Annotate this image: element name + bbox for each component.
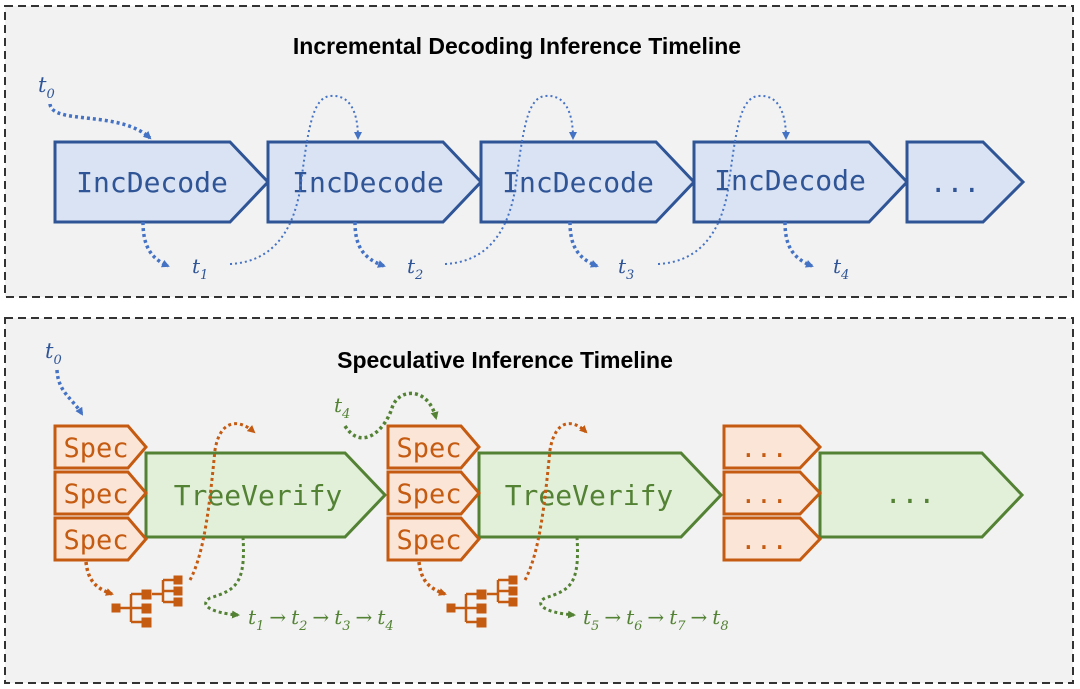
top-start-arrow	[48, 103, 152, 140]
verified-sequence-1: t1→t2→t3→t4	[248, 605, 394, 634]
verified-sequence-2: t5→t6→t7→t8	[583, 605, 729, 634]
spec-block-2a: Spec	[386, 424, 481, 470]
verify-output-arrow-1	[204, 536, 245, 619]
bottom-start-arrow	[55, 369, 84, 416]
output-arrow-4	[783, 221, 814, 268]
spec-label-3b: ...	[741, 480, 788, 510]
mid-token-arrow	[343, 391, 439, 440]
ellipsis-block-top: ...	[905, 140, 1026, 224]
spec-label-1b: Spec	[63, 479, 128, 510]
tree-to-verify-arrow-1	[188, 422, 256, 581]
bottom-start-token: t0	[45, 339, 62, 368]
spec-label-3a: ...	[741, 434, 788, 464]
ellipsis-label-verify: ...	[885, 477, 936, 510]
incdecode-label-3: IncDecode	[502, 166, 654, 199]
output-arrow-3	[568, 221, 599, 268]
incdecode-block-1: IncDecode	[53, 140, 271, 224]
spec-group-3: ... ... ...	[722, 424, 823, 562]
bottom-panel-title: Speculative Inference Timeline	[337, 347, 673, 373]
treeverify-label-1: TreeVerify	[174, 479, 343, 512]
spec-label-2a: Spec	[396, 433, 461, 464]
incdecode-label-4: IncDecode	[714, 164, 866, 197]
spec-block-1a: Spec	[53, 424, 148, 470]
feedback-arrow-3	[657, 94, 790, 265]
incdecode-label-1: IncDecode	[76, 166, 228, 199]
bottom-mid-token: t4	[334, 393, 350, 422]
token-tree-icon-2	[446, 575, 518, 628]
spec-block-3c: ...	[722, 516, 823, 562]
incdecode-block-2: IncDecode	[266, 140, 484, 224]
treeverify-label-2: TreeVerify	[505, 479, 674, 512]
tree-to-verify-arrow-2	[523, 422, 588, 581]
treeverify-block-2: TreeVerify	[477, 451, 724, 539]
speculative-inference-panel: Speculative Inference Timeline t0 t4 Tre…	[4, 317, 1074, 684]
spec-block-1b: Spec	[53, 470, 148, 516]
top-start-token: t0	[38, 73, 55, 102]
top-token-1: t1	[192, 254, 208, 283]
spec-label-1a: Spec	[63, 433, 128, 464]
spec-group-2: Spec Spec Spec	[386, 424, 481, 562]
feedback-arrow-1	[229, 94, 362, 265]
incdecode-block-4: IncDecode	[692, 140, 910, 224]
ellipsis-block-verify: ...	[818, 451, 1025, 539]
output-arrow-1	[141, 221, 170, 268]
top-token-3: t3	[618, 254, 634, 283]
spec-block-3a: ...	[722, 424, 823, 470]
spec-group-1: Spec Spec Spec	[53, 424, 148, 562]
top-token-2: t2	[407, 254, 423, 283]
spec-block-2b: Spec	[386, 470, 481, 516]
incdecode-block-3: IncDecode	[479, 140, 697, 224]
spec-block-1c: Spec	[53, 516, 148, 562]
token-tree-icon-1	[111, 575, 183, 628]
spec-label-3c: ...	[741, 526, 788, 556]
spec-block-2c: Spec	[386, 516, 481, 562]
incremental-decoding-panel: Incremental Decoding Inference Timeline …	[4, 5, 1074, 298]
ellipsis-label-top: ...	[930, 166, 981, 199]
feedback-arrow-2	[444, 94, 577, 265]
spec-label-2b: Spec	[396, 479, 461, 510]
treeverify-block-1: TreeVerify	[144, 451, 388, 539]
spec-block-3b: ...	[722, 470, 823, 516]
top-panel-title: Incremental Decoding Inference Timeline	[293, 33, 741, 59]
spec-label-1c: Spec	[63, 525, 128, 556]
spec-label-2c: Spec	[396, 525, 461, 556]
top-token-4: t4	[833, 254, 849, 283]
incdecode-label-2: IncDecode	[292, 166, 444, 199]
